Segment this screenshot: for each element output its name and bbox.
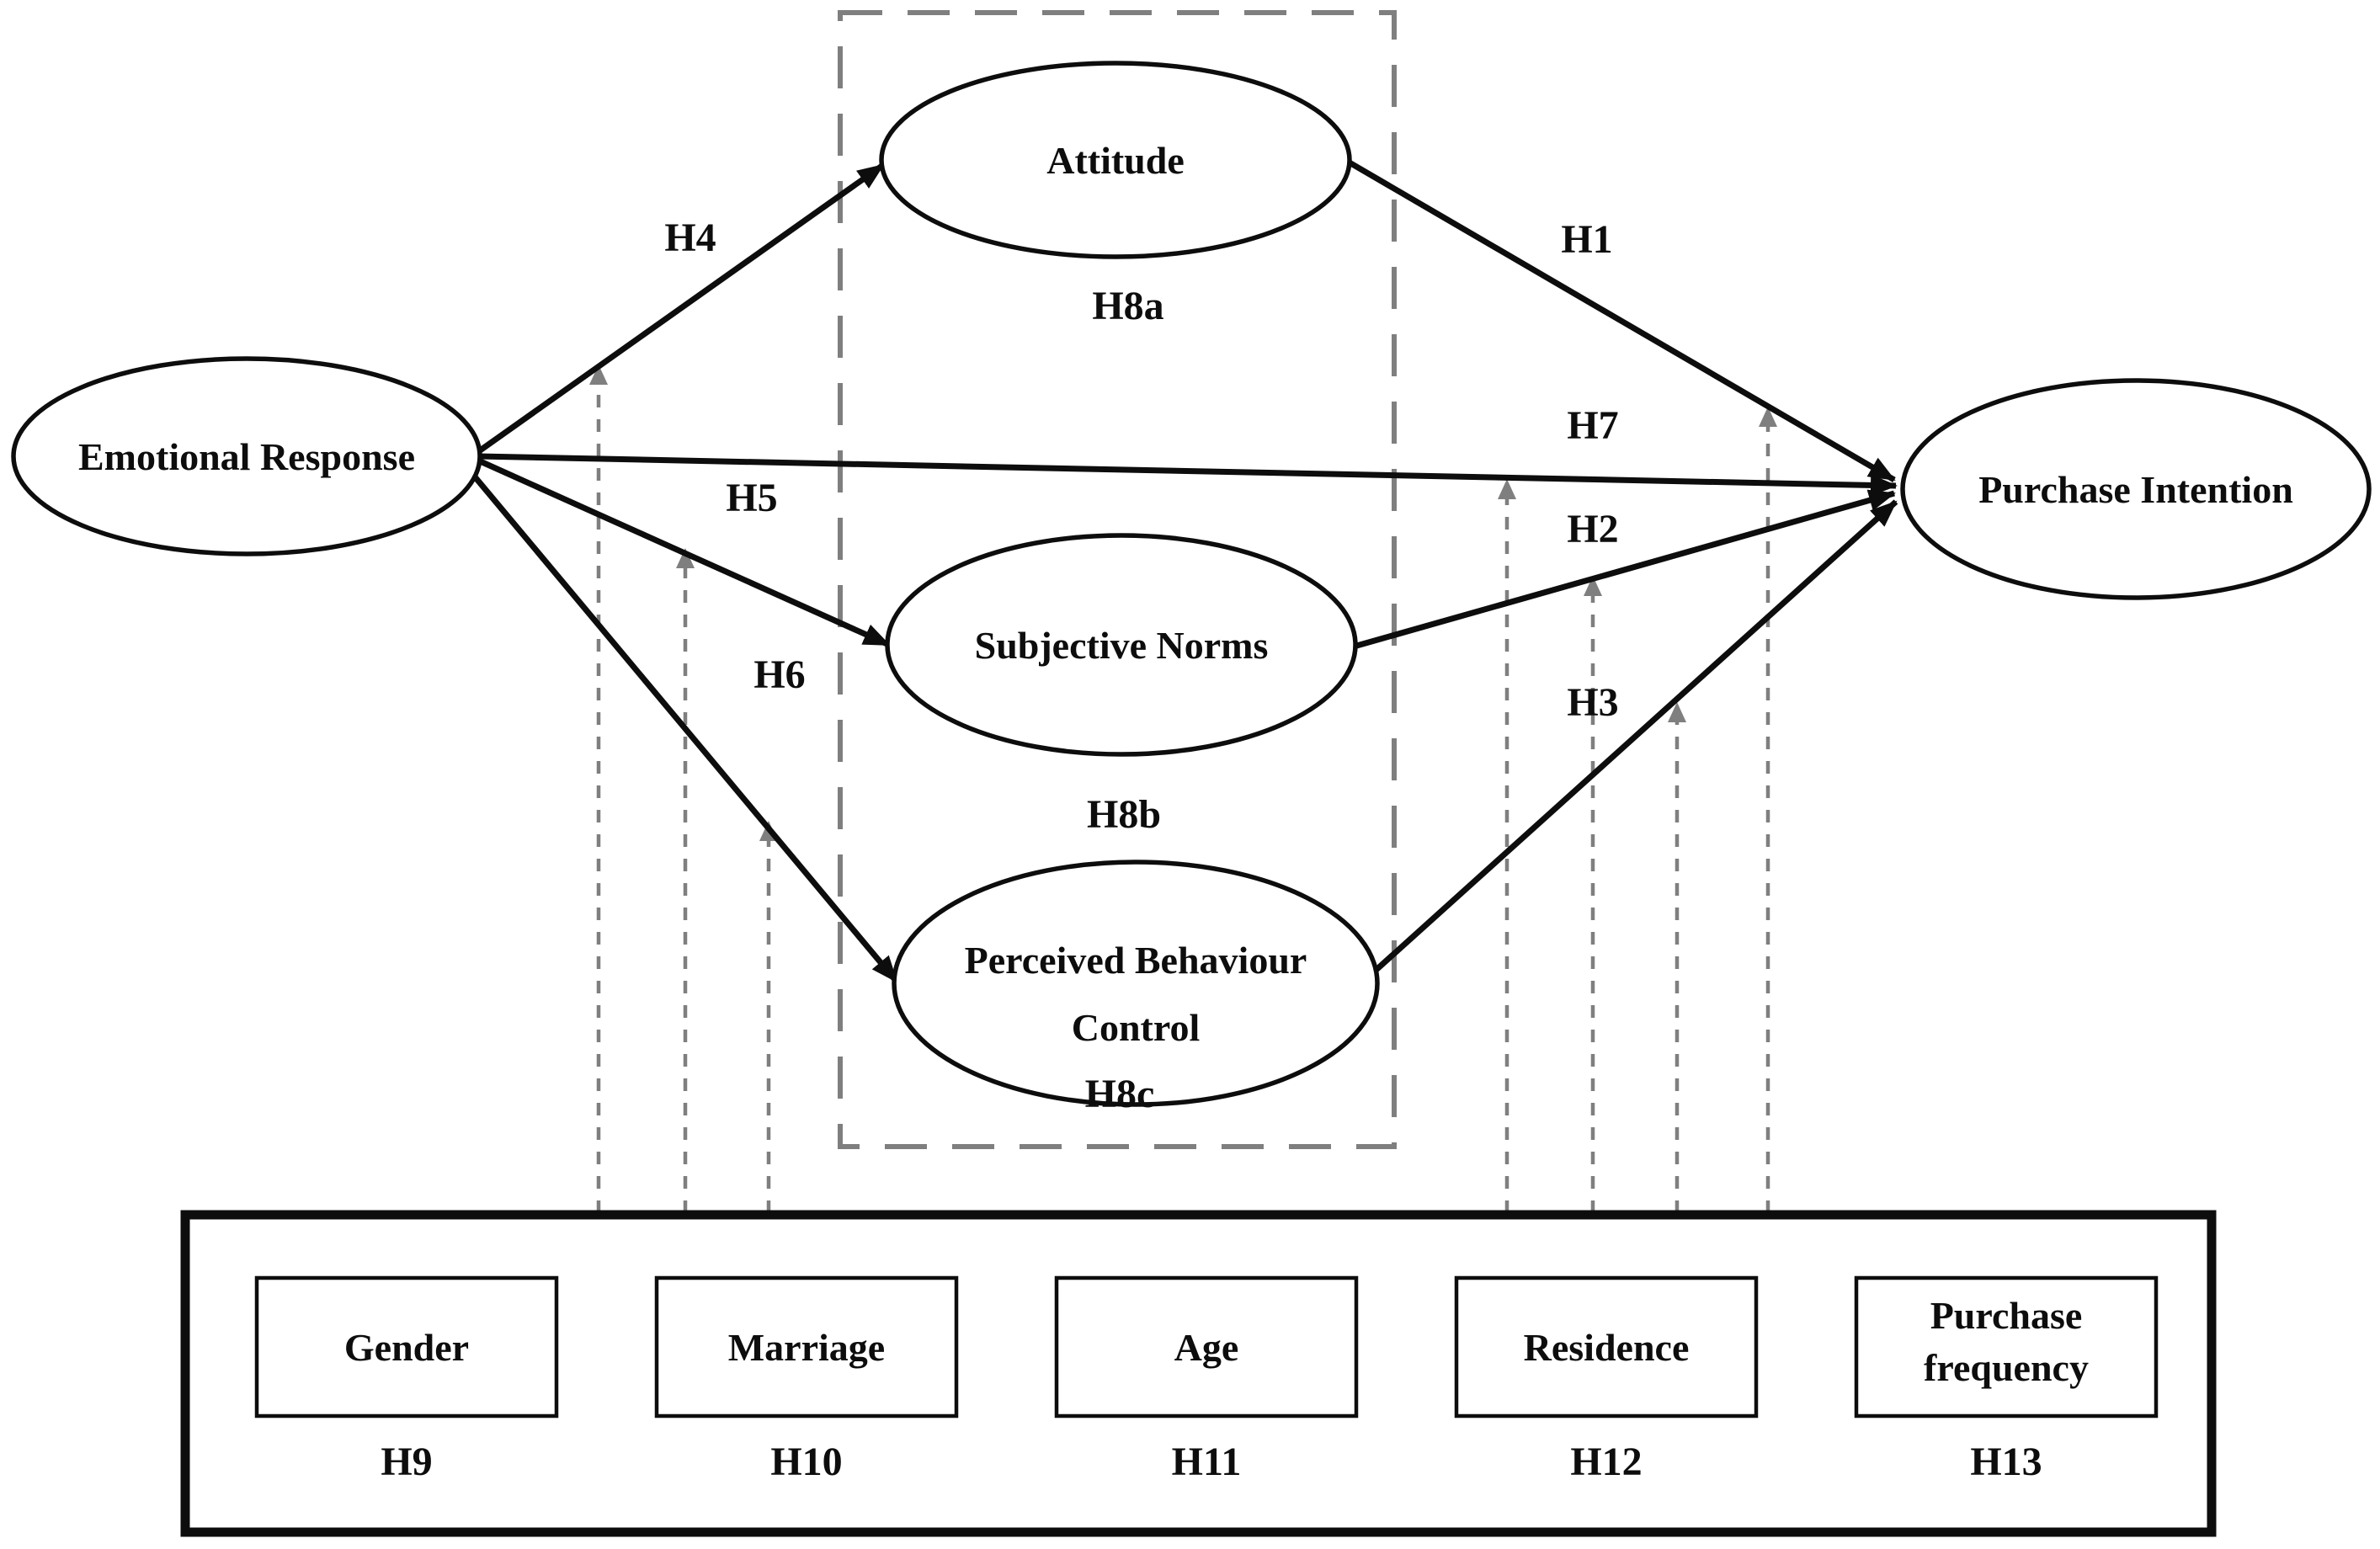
hypothesis-label-H5: H5 — [726, 476, 777, 520]
moderator-rect-H11 — [1054, 1275, 1359, 1419]
moderator-rect-H10 — [654, 1275, 959, 1419]
moderator-hypothesis-H12: H12 — [1570, 1440, 1642, 1484]
hypothesis-label-H7: H7 — [1567, 403, 1618, 448]
node-ellipse-attitude — [879, 61, 1352, 259]
hypothesis-label-H3: H3 — [1567, 680, 1618, 725]
node-emotional_response: Emotional Response — [11, 356, 482, 556]
moderator-label-H11: Age — [1174, 1326, 1239, 1369]
moderator-label-H12: Residence — [1524, 1326, 1690, 1369]
moderator-rect-H9 — [254, 1275, 559, 1419]
mediators-dashed-box — [838, 10, 1397, 1149]
path-arrow-H1 — [1346, 158, 1896, 483]
mediation-label-H8b: H8b — [1087, 792, 1161, 837]
node-ellipse-purchase_intention — [1900, 378, 2372, 600]
mediation-label-H8c: H8c — [1085, 1072, 1155, 1116]
moderator-hypothesis-H11: H11 — [1172, 1440, 1242, 1484]
path-arrow-H7 — [477, 453, 1898, 497]
node-label-emotional_response: Emotional Response — [78, 435, 415, 478]
moderator-label-H9: Gender — [344, 1326, 469, 1369]
node-ellipse-subjective_norms — [885, 533, 1358, 757]
mediation-label-H8a: H8a — [1092, 284, 1163, 328]
node-label-subjective_norms: Subjective Norms — [975, 624, 1269, 667]
moderator-label-H10: Marriage — [728, 1326, 885, 1369]
node-label-purchase_intention: Purchase Intention — [1978, 468, 2293, 511]
node-ellipse-perceived_behaviour_control — [892, 860, 1380, 1107]
hypothesis-label-H2: H2 — [1567, 507, 1618, 551]
node-purchase_intention: Purchase Intention — [1900, 378, 2372, 600]
moderators-box — [180, 1210, 2217, 1537]
moderator-hypothesis-H10: H10 — [770, 1440, 842, 1484]
path-arrow-H3 — [1368, 499, 1898, 977]
moderator-rect-H13 — [1854, 1275, 2159, 1419]
path-arrow-H5 — [475, 456, 891, 648]
hypothesis-label-H4: H4 — [664, 216, 716, 260]
moderator-hypothesis-H9: H9 — [381, 1440, 432, 1484]
node-label-attitude: Attitude — [1046, 139, 1185, 182]
path-arrow-H4 — [474, 162, 886, 455]
node-subjective_norms: Subjective Norms — [885, 533, 1358, 757]
path-arrow-H6 — [471, 472, 899, 984]
moderator-hypothesis-H13: H13 — [1970, 1440, 2042, 1484]
moderator-rect-H12 — [1454, 1275, 1759, 1419]
hypothesis-label-H6: H6 — [753, 652, 805, 697]
hypothesis-label-H1: H1 — [1561, 217, 1612, 262]
path-arrow-H2 — [1353, 489, 1896, 650]
node-ellipse-emotional_response — [11, 356, 482, 556]
node-attitude: Attitude — [879, 61, 1352, 259]
